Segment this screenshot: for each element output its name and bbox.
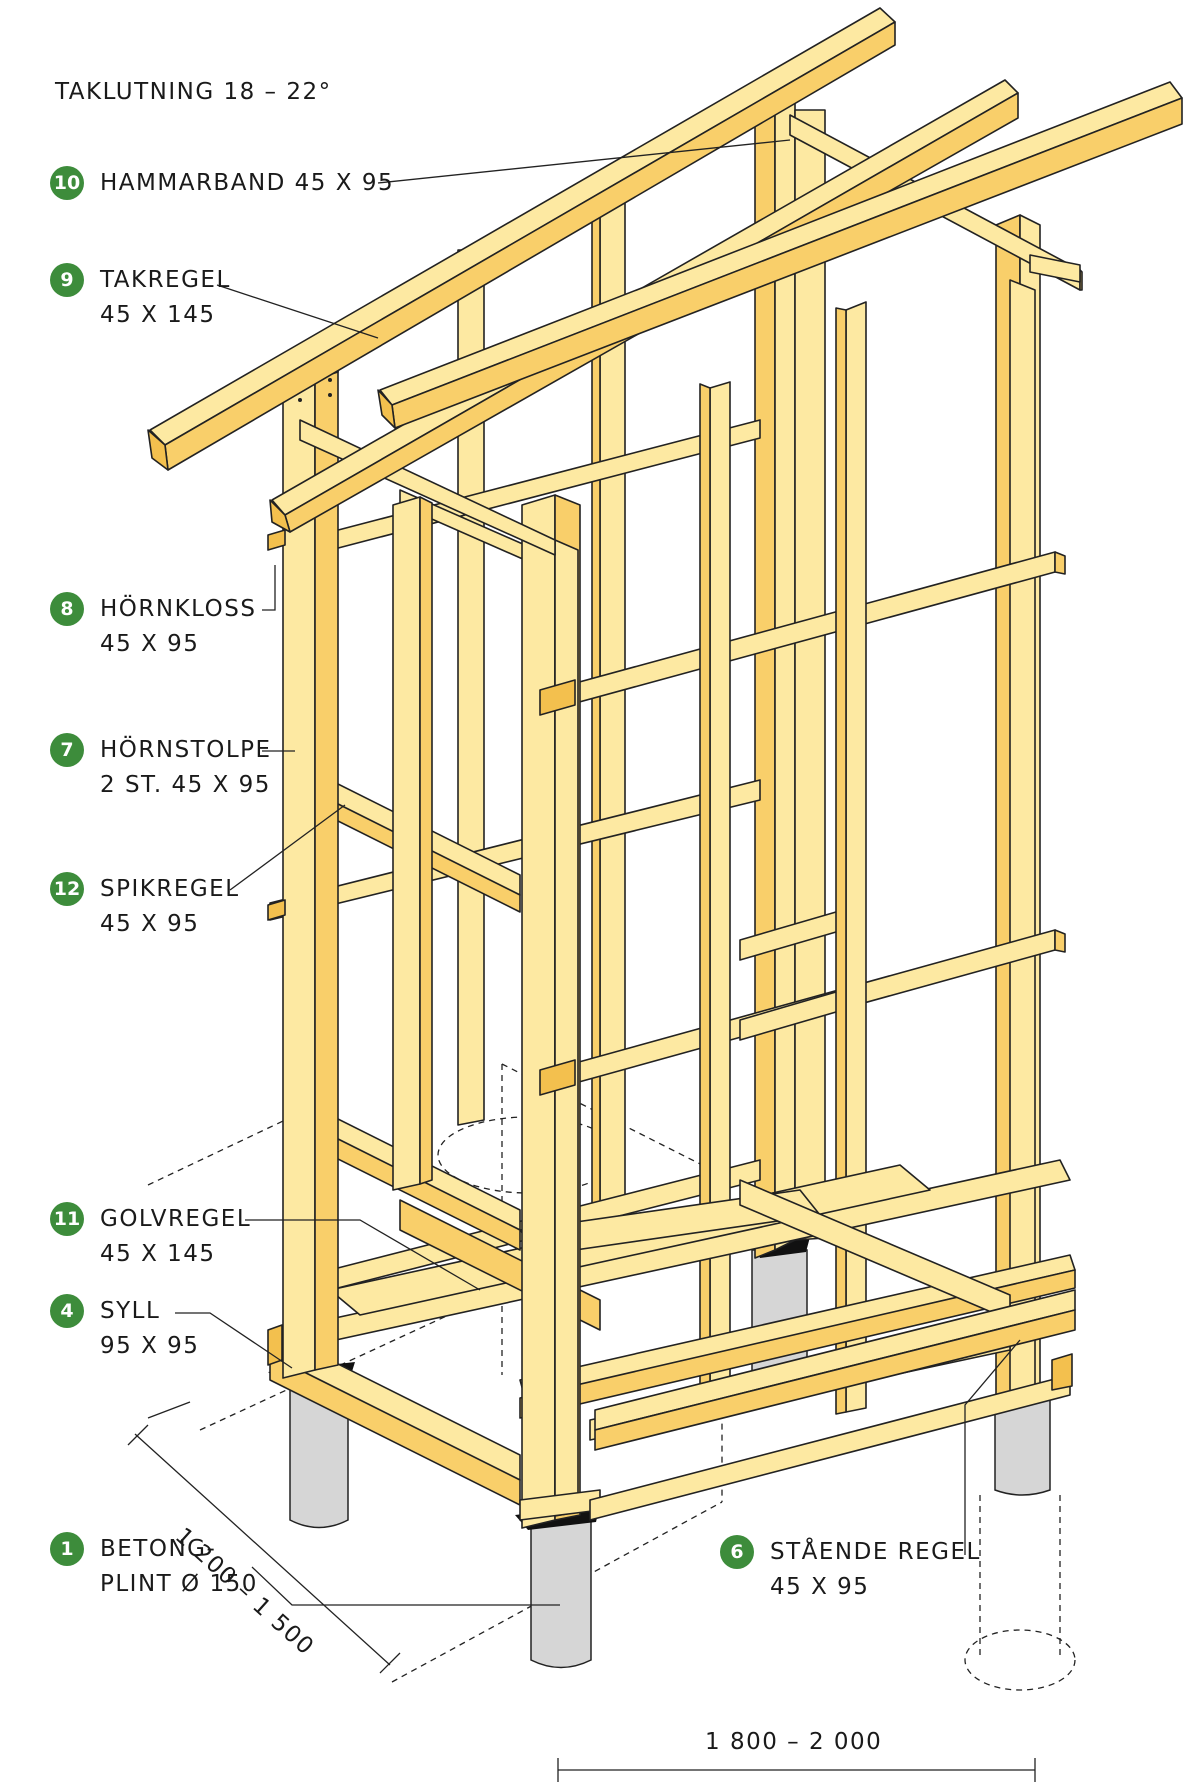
part-label: SPIKREGEL [100, 876, 240, 902]
part-label: HAMMARBAND 45 X 95 [100, 170, 395, 196]
width-dimension-label: 1 800 – 2 000 [705, 1729, 883, 1755]
part-number-badge: 6 [720, 1535, 754, 1569]
front-right-corner-post [519, 494, 601, 1529]
part-number-badge: 12 [50, 872, 84, 906]
part-dimension: 45 X 145 [100, 1241, 216, 1267]
part-number-badge: 9 [50, 263, 84, 297]
front-wall-frame [589, 1289, 1076, 1521]
part-dimension: 45 X 95 [100, 631, 200, 657]
part-dimension: 45 X 145 [100, 302, 216, 328]
part-number-badge: 4 [50, 1294, 84, 1328]
part-label: TAKREGEL [100, 267, 231, 293]
part-label: HÖRNKLOSS [100, 596, 257, 622]
roof-frame [147, 7, 1183, 556]
part-number-badge: 10 [50, 166, 84, 200]
part-number-badge: 1 [50, 1532, 84, 1566]
part-label: BETONG- [100, 1536, 217, 1562]
part-dimension: 45 X 95 [100, 911, 200, 937]
part-label: GOLVREGEL [100, 1206, 252, 1232]
part-dimension: PLINT Ø 150 [100, 1571, 258, 1597]
part-dimension: 2 ST. 45 X 95 [100, 772, 271, 798]
part-label: HÖRNSTOLPE [100, 737, 272, 763]
part-dimension: 45 X 95 [770, 1574, 870, 1600]
plinth-front-right [530, 1517, 592, 1669]
roof-pitch-title: TAKLUTNING 18 – 22° [55, 79, 332, 105]
floor-frame [279, 1159, 1076, 1441]
part-number-badge: 8 [50, 592, 84, 626]
leader-lines [175, 139, 1021, 1606]
plinth-front-left [289, 1374, 349, 1529]
right-wall-frame [549, 301, 1066, 1416]
dimension-lines [127, 1401, 1036, 1782]
part-label: SYLL [100, 1298, 161, 1324]
part-number-badge: 7 [50, 733, 84, 767]
part-number-badge: 11 [50, 1202, 84, 1236]
plinth-back-right [994, 1394, 1051, 1496]
part-label: STÅENDE REGEL [770, 1539, 981, 1565]
left-wall-frame [267, 489, 526, 1506]
part-dimension: 95 X 95 [100, 1333, 200, 1359]
